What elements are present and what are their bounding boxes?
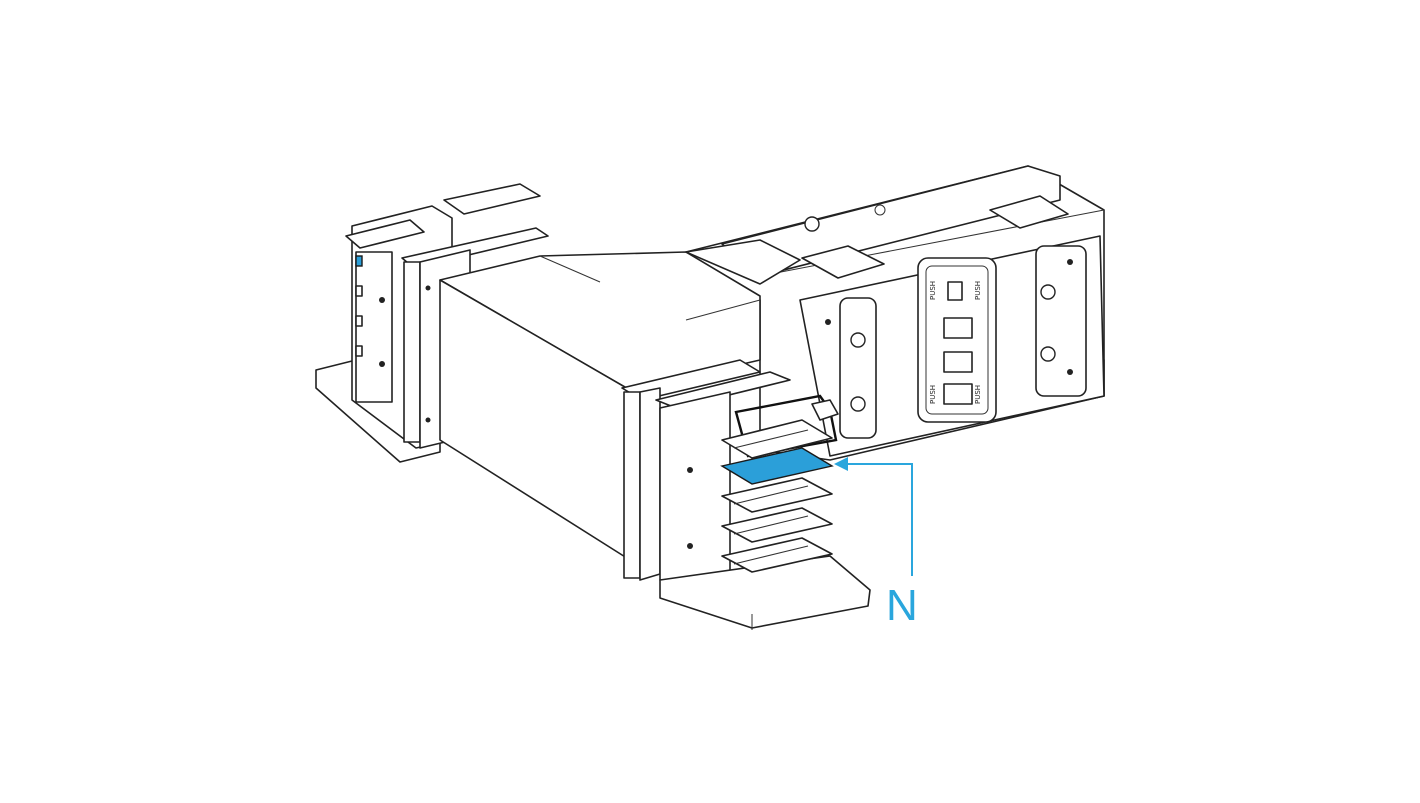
bolt-icon — [1040, 284, 1056, 300]
left-joint-block — [315, 183, 549, 463]
bolt-icon — [1040, 346, 1056, 362]
neutral-callout-label: N — [886, 581, 918, 630]
push-label-1: PUSH — [929, 281, 937, 300]
central-trunk — [439, 239, 801, 561]
push-label-2: PUSH — [974, 281, 982, 300]
top-bolt-icon — [804, 216, 820, 232]
callout-leader-line — [838, 463, 913, 576]
neutral-busbar — [720, 447, 834, 485]
callout-arrowhead-icon — [834, 457, 848, 471]
push-label-4: PUSH — [974, 385, 982, 404]
busbar-L3 — [721, 507, 833, 543]
busbar-L1 — [721, 419, 833, 459]
neutral-bar-left — [355, 255, 363, 267]
push-label-3: PUSH — [929, 385, 937, 404]
bolt-icon — [850, 332, 866, 348]
right-housing: PUSH PUSH PUSH PUSH — [685, 165, 1105, 461]
bolt-icon — [850, 396, 866, 412]
busbar-L2 — [721, 477, 833, 513]
front-joint-block — [621, 359, 871, 630]
